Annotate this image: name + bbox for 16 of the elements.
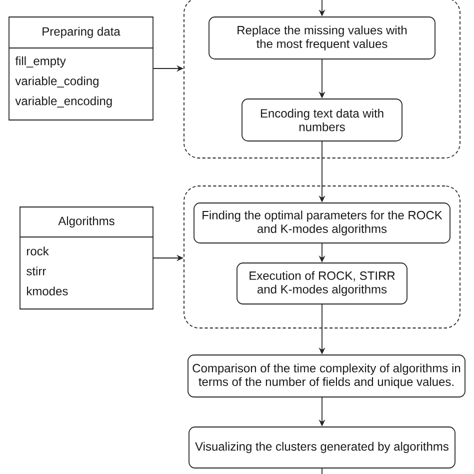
table-title: Algorithms <box>58 216 114 228</box>
process-box: Finding the optimal parameters for the ROCK and K-modes algorithms <box>194 202 450 244</box>
process-box: Replace the missing values with the most frequent values <box>208 16 436 60</box>
process-box: Encoding text data with numbers <box>242 98 402 142</box>
process-box: Visualizing the clusters generated by algorithms <box>188 426 456 468</box>
table-row: variable_coding <box>15 76 98 88</box>
table-title: Preparing data <box>42 26 120 38</box>
table-row: fill_empty <box>15 56 66 68</box>
table-row: rock <box>27 246 49 256</box>
group-box <box>184 0 460 158</box>
group-box <box>184 186 460 328</box>
process-box: Comparison of the time complexity of algorithms in terms of the number of fields and unique values. <box>188 354 466 398</box>
table-row: kmodes <box>27 286 68 296</box>
table-row: variable_encoding <box>15 96 112 108</box>
table-row: stirr <box>26 266 46 276</box>
process-box: Execution of ROCK, STIRR and K-modes algorithms <box>236 262 408 304</box>
